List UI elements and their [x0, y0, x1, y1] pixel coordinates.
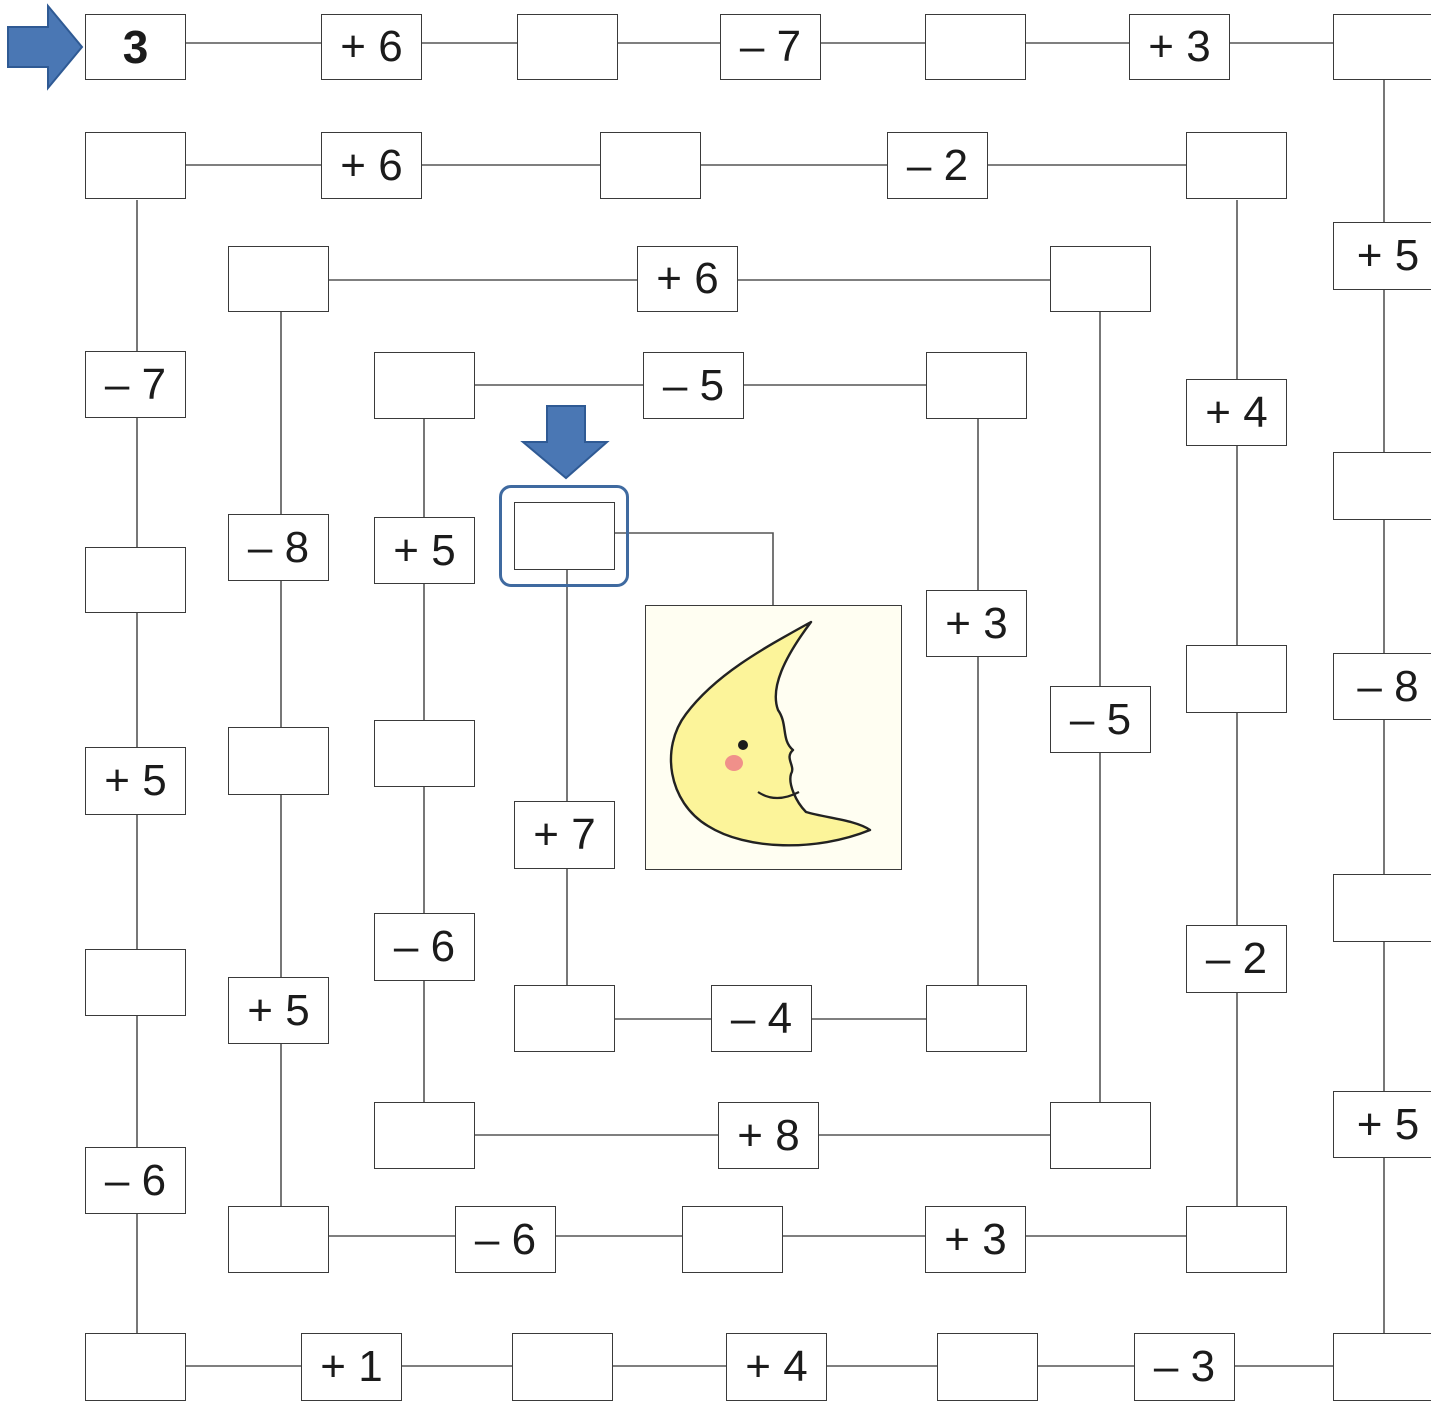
operator-box: – 5: [643, 352, 744, 419]
start-value-box: 3: [85, 14, 186, 80]
moon-picture: [645, 605, 902, 870]
operator-box: – 5: [1050, 686, 1151, 753]
answer-box[interactable]: [374, 720, 475, 787]
operator-box: + 3: [1129, 14, 1230, 80]
answer-box[interactable]: [1333, 452, 1431, 520]
operator-box: + 7: [514, 801, 615, 869]
answer-box[interactable]: [1186, 1206, 1287, 1273]
start-arrow-icon: [6, 3, 84, 91]
answer-box[interactable]: [1186, 645, 1287, 713]
answer-box[interactable]: [85, 132, 186, 199]
operator-box: + 6: [321, 14, 422, 80]
operator-box: + 4: [726, 1333, 827, 1401]
operator-box: + 3: [926, 590, 1027, 657]
answer-box[interactable]: [228, 246, 329, 312]
answer-box[interactable]: [374, 352, 475, 419]
operator-box: – 8: [228, 514, 329, 581]
answer-box[interactable]: [682, 1206, 783, 1273]
operator-box: + 5: [374, 517, 475, 584]
answer-box[interactable]: [926, 352, 1027, 419]
operator-box: – 6: [455, 1206, 556, 1273]
operator-box: + 1: [301, 1333, 402, 1401]
answer-box[interactable]: [517, 14, 618, 80]
answer-box[interactable]: [1333, 14, 1431, 80]
answer-box[interactable]: [600, 132, 701, 199]
operator-box: + 5: [1333, 1091, 1431, 1158]
answer-box[interactable]: [926, 985, 1027, 1052]
operator-box: + 6: [321, 132, 422, 199]
finish-answer-box[interactable]: [514, 502, 615, 570]
operator-box: + 5: [85, 747, 186, 815]
answer-box[interactable]: [925, 14, 1026, 80]
moon-icon: [646, 606, 900, 868]
answer-box[interactable]: [1050, 1102, 1151, 1169]
operator-box: – 2: [1186, 925, 1287, 993]
operator-box: – 2: [887, 132, 988, 199]
operator-box: + 4: [1186, 379, 1287, 446]
answer-box[interactable]: [514, 985, 615, 1052]
answer-box[interactable]: [512, 1333, 613, 1401]
answer-box[interactable]: [937, 1333, 1038, 1401]
operator-box: – 7: [720, 14, 821, 80]
answer-box[interactable]: [1333, 874, 1431, 942]
operator-box: – 3: [1134, 1333, 1235, 1401]
answer-box[interactable]: [228, 727, 329, 795]
answer-box[interactable]: [228, 1206, 329, 1273]
answer-box[interactable]: [85, 1333, 186, 1401]
operator-box: + 8: [718, 1102, 819, 1169]
operator-box: + 6: [637, 246, 738, 312]
operator-box: + 5: [228, 977, 329, 1044]
operator-box: – 7: [85, 351, 186, 418]
answer-box[interactable]: [1186, 132, 1287, 199]
operator-box: – 4: [711, 985, 812, 1052]
operator-box: – 6: [85, 1147, 186, 1214]
answer-box[interactable]: [374, 1102, 475, 1169]
answer-box[interactable]: [1050, 246, 1151, 312]
answer-box[interactable]: [85, 547, 186, 613]
finish-arrow-icon: [520, 404, 610, 480]
operator-box: + 3: [925, 1206, 1026, 1273]
operator-box: – 6: [374, 913, 475, 981]
answer-box[interactable]: [85, 949, 186, 1016]
operator-box: + 5: [1333, 222, 1431, 290]
answer-box[interactable]: [1333, 1333, 1431, 1401]
operator-box: – 8: [1333, 653, 1431, 720]
